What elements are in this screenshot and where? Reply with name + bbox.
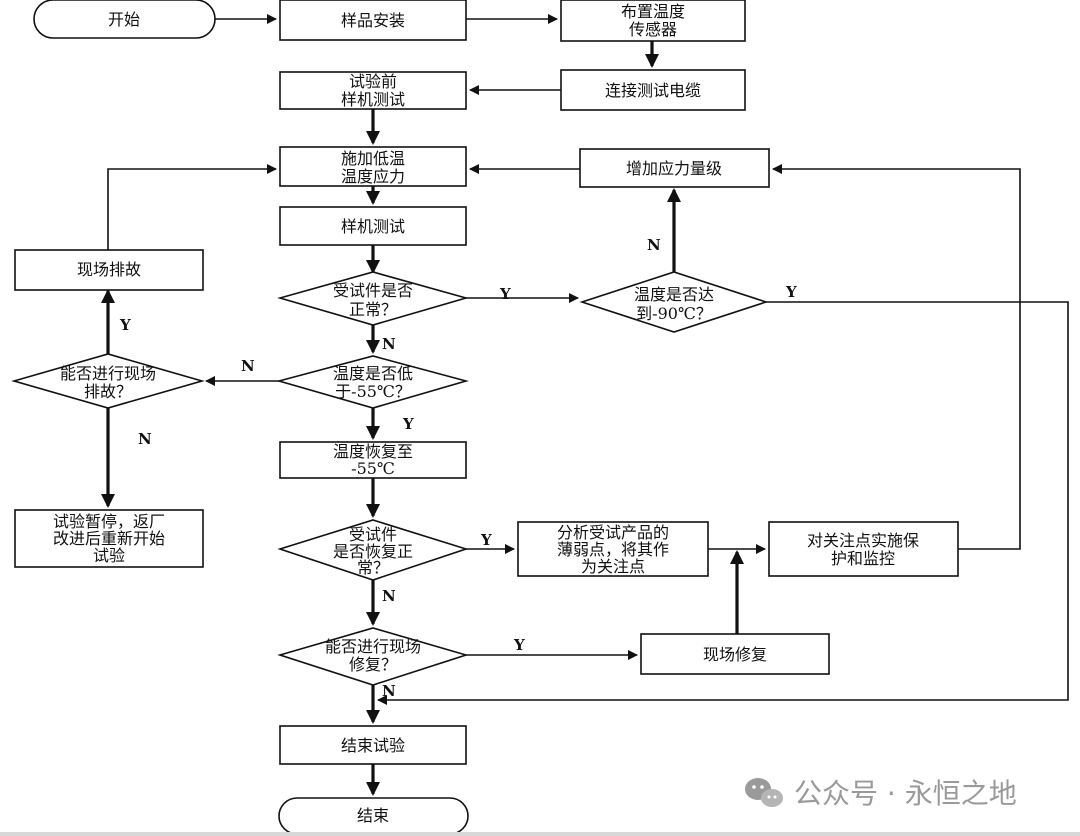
node-reach90-line-2: 到-90℃？	[636, 304, 712, 323]
node-normal1-line-2: 正常？	[349, 300, 397, 319]
node-start: 开始	[33, 0, 216, 39]
node-recover: 温度恢复至 -55℃	[279, 441, 467, 479]
node-normal2-line-3: 常？	[357, 558, 389, 577]
node-protect-line-1: 对关注点实施保	[807, 531, 919, 550]
node-canrepair-line-1: 能否进行现场	[325, 637, 421, 656]
node-increase-line-1: 增加应力量级	[626, 159, 722, 178]
node-protect: 对关注点实施保 护和监控	[768, 521, 959, 577]
node-apply: 施加低温 温度应力	[279, 146, 467, 187]
node-sensor-line-2: 传感器	[629, 20, 677, 39]
node-pause-line-1: 试验暂停，返厂	[53, 512, 165, 531]
label-normal1-yes: Y	[499, 285, 511, 303]
node-normal2-line-1: 受试件	[349, 525, 397, 544]
label-normal2-no: N	[382, 587, 396, 605]
node-analyze-line-2: 薄弱点，将其作	[557, 540, 669, 559]
edges	[101, 14, 1069, 796]
node-normal1: 受试件是否 正常？	[277, 271, 469, 326]
node-cable-line-1: 连接测试电缆	[605, 81, 701, 100]
node-below55-line-2: 于-55℃？	[335, 382, 411, 401]
node-normal1-line-1: 受试件是否	[333, 281, 413, 300]
node-canfix-line-2: 排故？	[84, 382, 132, 401]
label-below55-no: N	[241, 357, 255, 375]
node-fieldfix-line-1: 现场排故	[77, 260, 141, 279]
node-increase: 增加应力量级	[579, 148, 770, 188]
node-pause-line-2: 改进后重新开始	[53, 529, 165, 548]
node-protect-line-2: 护和监控	[831, 549, 895, 568]
node-repair-line-1: 现场修复	[703, 645, 767, 664]
node-pause-line-3: 试验	[93, 546, 125, 565]
label-normal2-yes: Y	[480, 531, 492, 549]
edge-protect-increase	[772, 164, 1021, 550]
node-analyze-line-3: 为关注点	[581, 557, 645, 576]
label-reach90-yes: Y	[785, 283, 797, 301]
node-pretest: 试验前 样机测试	[279, 71, 467, 110]
label-reach90-no: N	[647, 236, 661, 254]
node-install: 样品安装	[279, 0, 467, 41]
node-sampletest: 样机测试	[279, 206, 467, 246]
label-below55-yes: Y	[402, 415, 414, 433]
node-canfix: 能否进行现场 排故？	[11, 353, 205, 409]
label-canrepair-no: N	[382, 682, 396, 700]
node-end-line-1: 结束	[357, 806, 389, 825]
edge-fieldfix-apply	[107, 164, 277, 250]
node-end: 结束	[278, 797, 469, 835]
node-finishtest-line-1: 结束试验	[341, 736, 405, 755]
node-below55: 温度是否低 于-55℃？	[275, 355, 469, 409]
label-canrepair-yes: Y	[513, 636, 525, 654]
node-start-line-1: 开始	[108, 10, 140, 29]
label-canfix-no: N	[138, 430, 152, 448]
node-finishtest: 结束试验	[279, 725, 467, 765]
node-below55-line-1: 温度是否低	[333, 364, 413, 383]
node-canrepair-line-2: 修复？	[349, 655, 397, 674]
watermark-text: 公众号 · 永恒之地	[794, 777, 1017, 810]
label-canfix-yes: Y	[119, 316, 131, 334]
label-normal1-no: N	[382, 335, 396, 353]
node-repair: 现场修复	[640, 633, 830, 675]
node-canfix-line-1: 能否进行现场	[60, 364, 156, 383]
node-sensor: 布置温度 传感器	[560, 0, 746, 42]
bottom-divider	[0, 832, 1080, 836]
node-recover-line-2: -55℃	[351, 459, 395, 478]
watermark: 公众号 · 永恒之地	[745, 777, 1017, 810]
node-fieldfix: 现场排故	[14, 249, 204, 291]
node-reach90: 温度是否达 到-90℃？	[579, 271, 769, 333]
edge-reach90-finish	[377, 301, 1069, 705]
nodes: 开始 样品安装 布置温度 传感器 连接测试电缆 试验前 样机测试 施加低温 温度…	[11, 0, 959, 835]
node-apply-line-2: 温度应力	[341, 167, 405, 186]
node-cable: 连接测试电缆	[560, 69, 746, 111]
node-sensor-line-1: 布置温度	[621, 2, 685, 21]
node-recover-line-1: 温度恢复至	[333, 442, 413, 461]
node-normal2-line-2: 是否恢复正	[333, 542, 413, 561]
wechat-icon	[745, 778, 783, 807]
node-apply-line-1: 施加低温	[341, 149, 405, 168]
node-pretest-line-2: 样机测试	[341, 90, 405, 109]
node-reach90-line-1: 温度是否达	[634, 285, 714, 304]
edge-labels: Y N N Y Y N N Y Y N Y N	[119, 236, 797, 700]
node-canrepair: 能否进行现场 修复？	[277, 627, 469, 686]
node-normal2: 受试件 是否恢复正 常？	[277, 519, 469, 581]
node-pretest-line-1: 试验前	[349, 72, 397, 91]
node-analyze-line-1: 分析受试产品的	[557, 523, 669, 542]
node-analyze: 分析受试产品的 薄弱点，将其作 为关注点	[517, 521, 709, 577]
node-pause: 试验暂停，返厂 改进后重新开始 试验	[14, 509, 204, 568]
node-install-line-1: 样品安装	[341, 11, 405, 30]
node-sampletest-line-1: 样机测试	[341, 217, 405, 236]
